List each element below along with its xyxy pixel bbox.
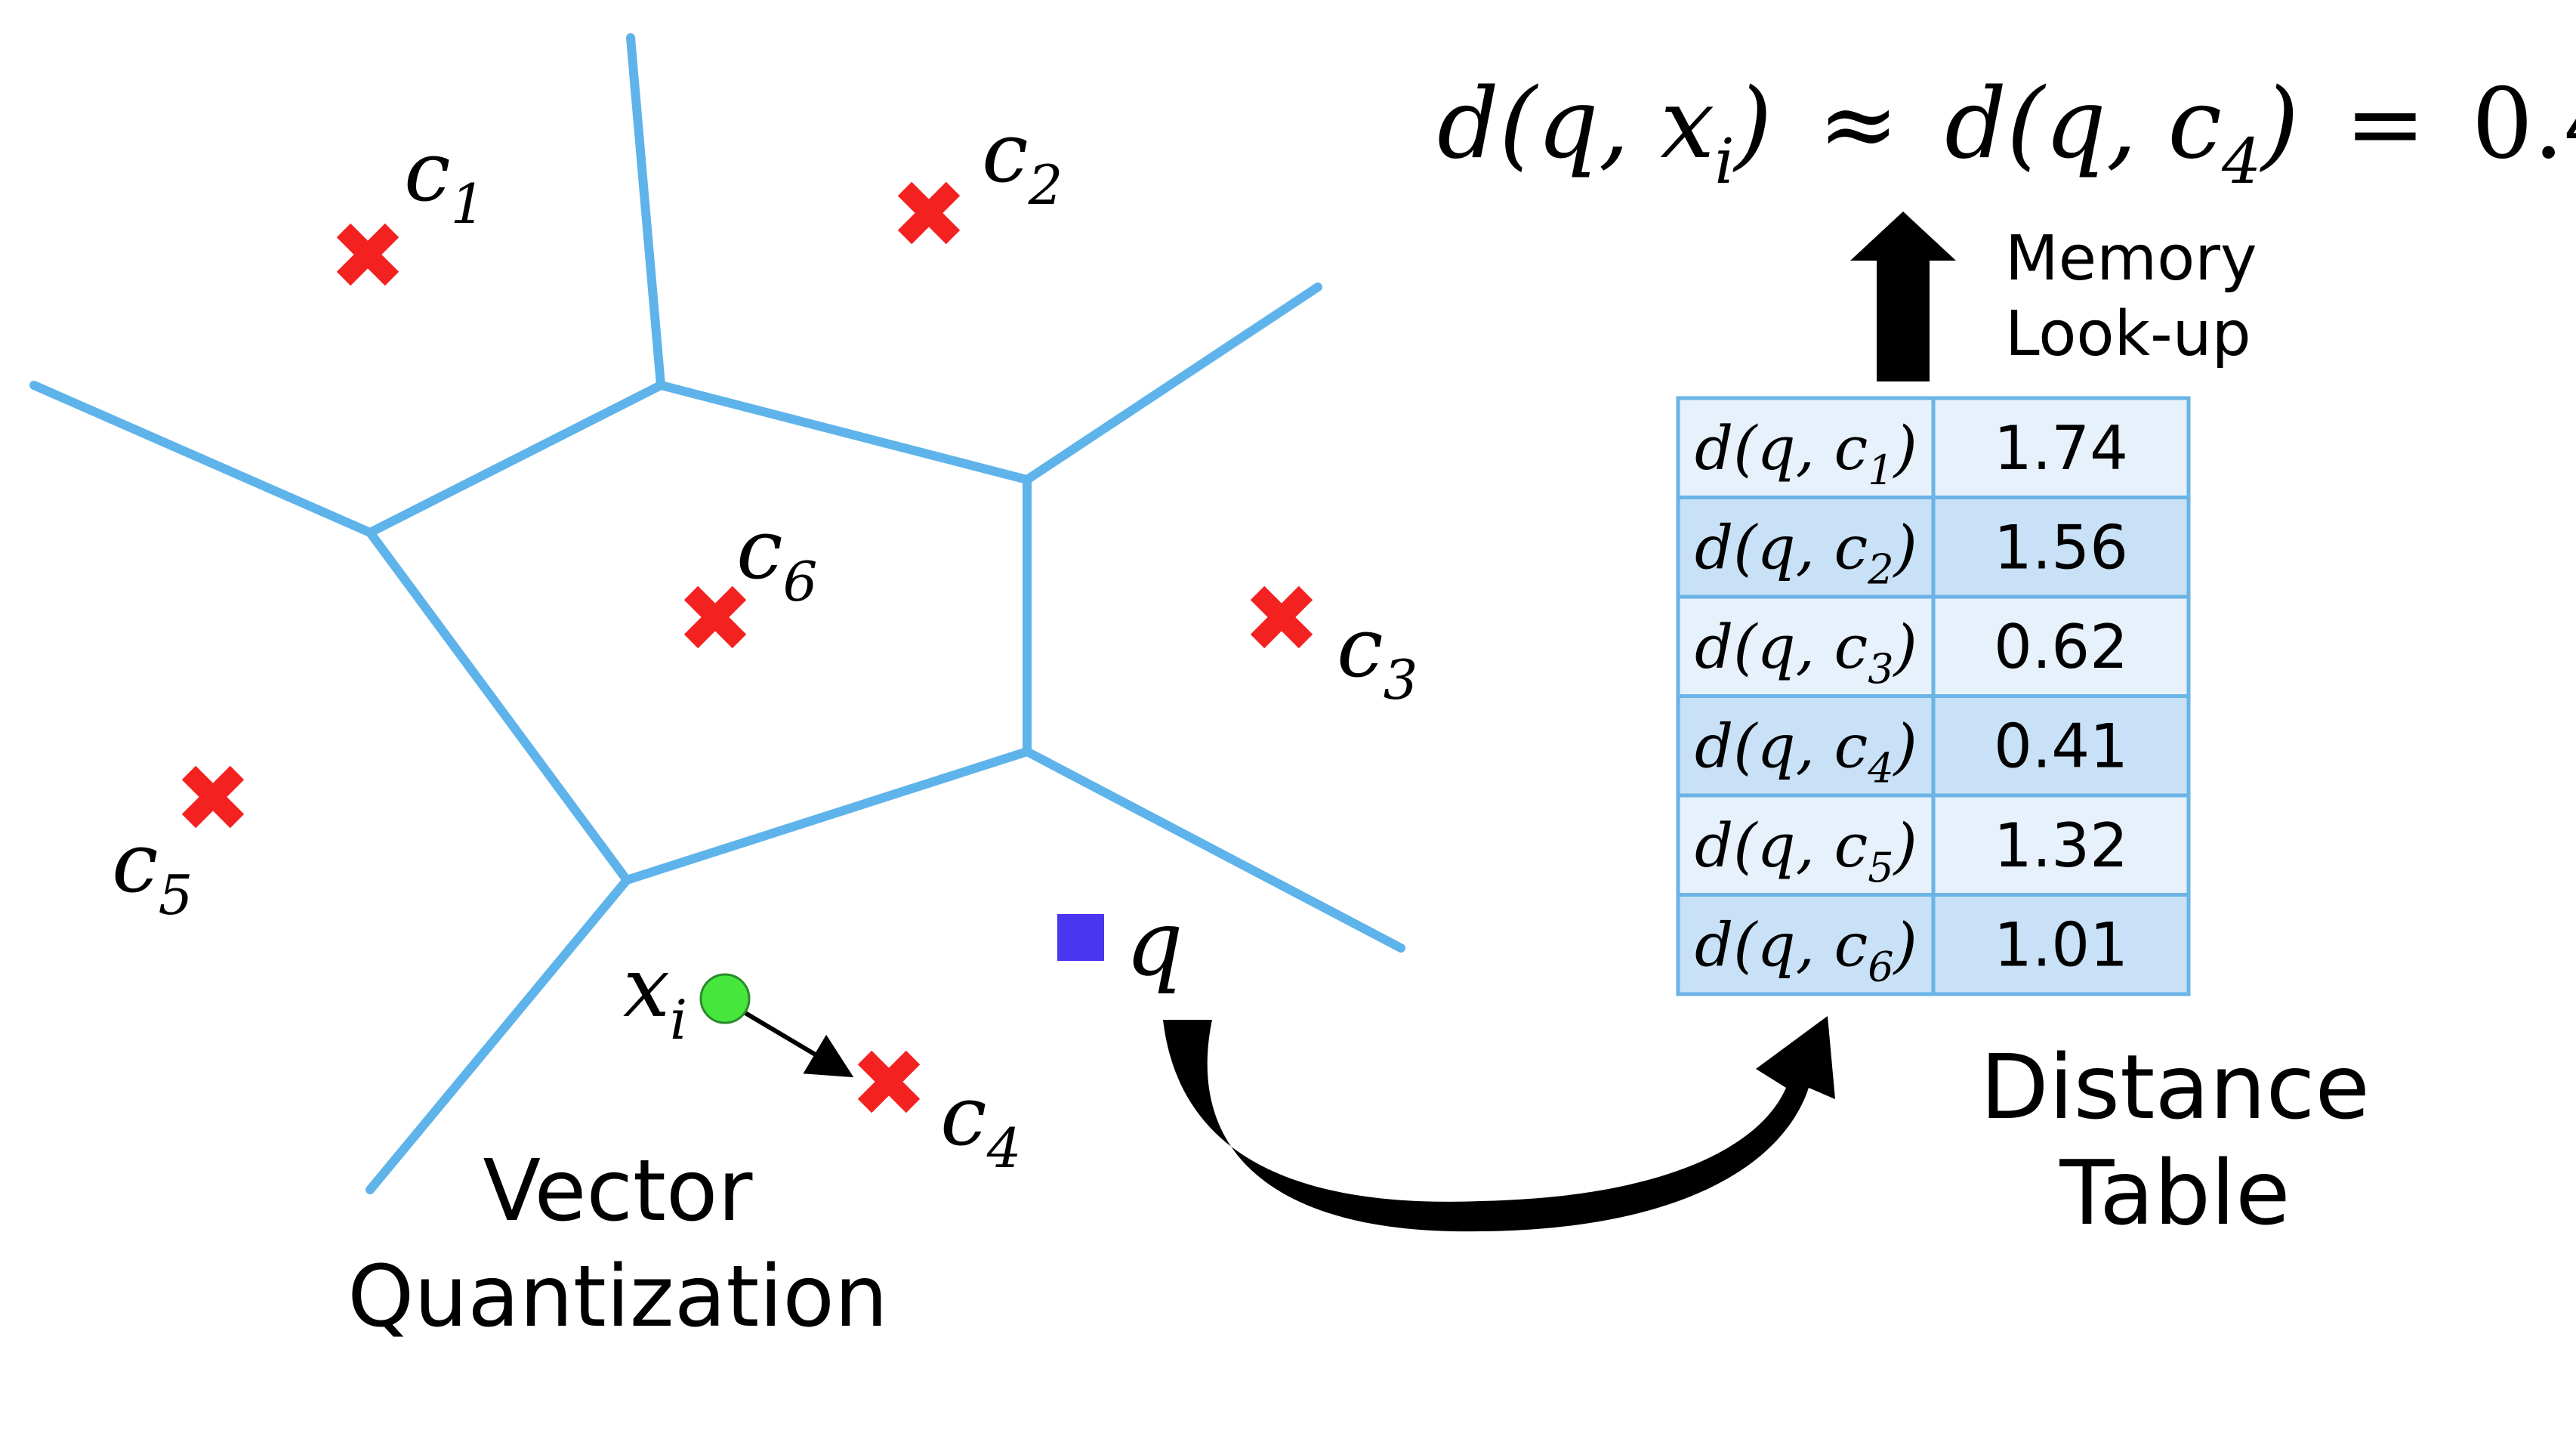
voronoi-edge	[29, 381, 375, 537]
table-cell-expression: d(q, c1)	[1695, 413, 1917, 494]
voronoi-edges	[29, 33, 1405, 1194]
voronoi-edge	[1023, 747, 1405, 953]
centroid-label-c3: c3	[1337, 599, 1418, 712]
voronoi-edge	[626, 33, 665, 390]
centroid-label-c5: c5	[112, 814, 193, 927]
curved-arrow	[1163, 1016, 1835, 1232]
table-cell-expression: d(q, c6)	[1695, 910, 1917, 990]
table-cell-expression: d(q, c3)	[1695, 612, 1917, 693]
distance-table: d(q, c1) 1.74 d(q, c2) 1.56 d(q, c3) 0.62 d(q,…	[1676, 396, 2191, 996]
voronoi-edge	[366, 528, 631, 885]
up-arrow-icon	[1850, 212, 1956, 381]
memory-lookup-line1: Memory	[2005, 223, 2257, 295]
table-cell-expression: d(q, c4)	[1695, 711, 1917, 792]
vq-label-line1: Vector	[483, 1142, 754, 1240]
voronoi-edge	[622, 747, 1032, 885]
table-cell-expression: d(q, c2)	[1695, 512, 1917, 593]
x-mark-icon	[336, 223, 400, 286]
x-mark-icon	[857, 1050, 921, 1113]
memory-lookup-line2: Look-up	[2005, 298, 2251, 370]
centroid-markers	[181, 181, 1313, 1113]
blue-square-icon	[1057, 914, 1104, 961]
table-cell-expression: d(q, c5)	[1695, 811, 1917, 891]
centroid-label-c6: c6	[736, 501, 817, 613]
x-mark-icon	[897, 181, 961, 245]
table-cell-value: 0.41	[1994, 711, 2128, 781]
centroid-label-c1: c1	[404, 123, 485, 236]
centroid-labels: c1 c2 c3 c4 c5 c6	[112, 104, 1418, 1180]
vq-label-line2: Quantization	[347, 1248, 888, 1346]
table-cell-value: 0.62	[1994, 612, 2128, 682]
centroid-label-c2: c2	[982, 104, 1063, 217]
x-mark-icon	[181, 765, 245, 829]
formula: d(q, xi) ≈ d(q, c4) = 0.41	[1437, 68, 2576, 198]
green-circle-icon	[699, 973, 751, 1024]
voronoi-edge	[366, 876, 631, 1194]
centroid-label-c4: c4	[940, 1067, 1021, 1180]
voronoi-edge	[366, 381, 665, 537]
table-cell-value: 1.32	[1994, 811, 2128, 881]
table-cell-value: 1.74	[1994, 413, 2128, 483]
table-label-line2: Table	[2059, 1141, 2290, 1245]
voronoi-edge	[656, 381, 1032, 484]
point-label-xi: xi	[623, 939, 687, 1052]
table-cell-value: 1.01	[1994, 910, 2128, 980]
table-label-line1: Distance	[1980, 1035, 2370, 1139]
x-mark-icon	[683, 585, 747, 649]
x-mark-icon	[1250, 585, 1313, 649]
table-cell-value: 1.56	[1994, 512, 2128, 582]
voronoi-edge	[1023, 283, 1322, 484]
query-label: q	[1125, 891, 1183, 996]
